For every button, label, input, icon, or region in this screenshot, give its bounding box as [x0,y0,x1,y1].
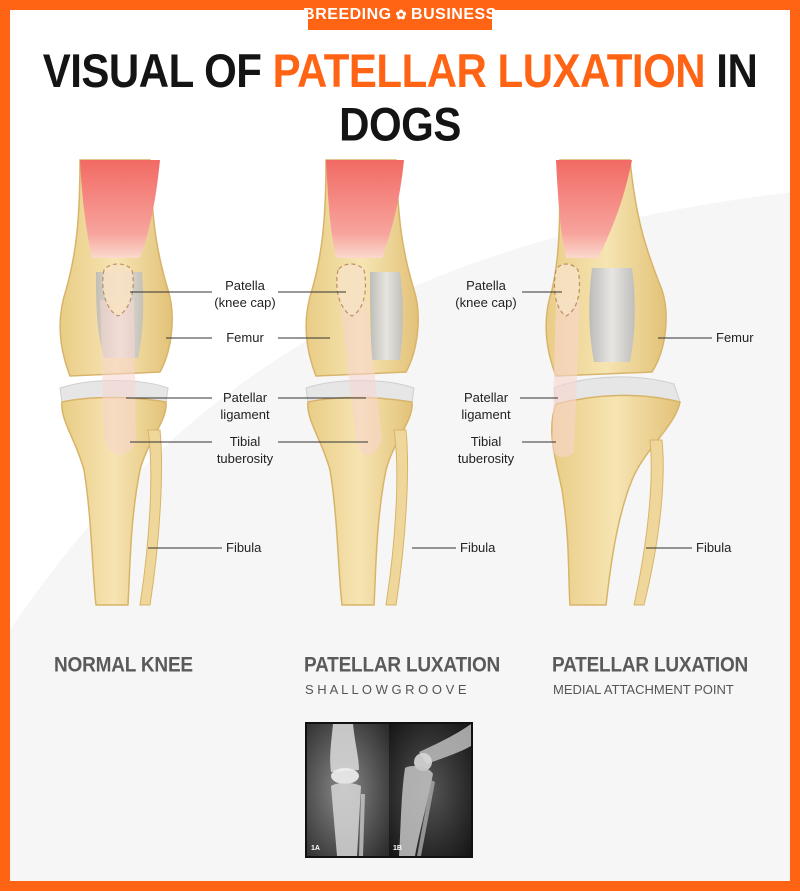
label-fibula: Fibula [696,540,732,555]
label-patella: Patella [225,278,266,293]
brand-right-text: BUSINESS [411,6,497,23]
label-fibula: Fibula [460,540,496,555]
label-tuberosity: tuberosity [217,451,274,466]
patella [102,263,134,317]
caption-normal-knee: NORMAL KNEE [54,654,193,678]
caption-shallow-groove: S H A L L O W G R O O V E [305,682,467,697]
xray-image: 1A 1B [305,722,473,858]
xray-label-1a: 1A [311,845,320,852]
page-title: VISUAL OF PATELLAR LUXATION IN DOGS [0,44,800,152]
patella [553,263,581,317]
trochlear-groove [370,272,403,360]
label-femur: Femur [226,330,264,345]
title-part2: IN DOGS [339,44,758,151]
label-patella: Patella [466,278,507,293]
fibula-bone [385,429,409,606]
brand-left-text: BREEDING [303,6,392,23]
labels-left: Patella (knee cap) Femur Patellar ligame… [126,278,368,555]
patellar-ligament [552,300,580,458]
label-knee-cap: (knee cap) [214,295,275,310]
label-patellar: Patellar [223,390,268,405]
quadriceps-muscle [326,160,404,258]
label-tibial: Tibial [471,434,502,449]
title-part1: VISUAL OF [42,44,273,97]
title-highlight: PATELLAR LUXATION [272,44,706,97]
tibia-bone [61,396,167,606]
patellar-ligament [100,300,136,455]
quadriceps-muscle [556,160,632,258]
trochlear-groove [589,268,635,362]
fibula-bone [633,439,664,606]
paw-icon: ✿ [395,7,408,22]
xray-picture [307,724,471,856]
label-tuberosity: tuberosity [458,451,515,466]
caption-luxation-1: PATELLAR LUXATION [304,654,501,678]
brand-banner: BREEDING ✿ BUSINESS [303,0,496,30]
tibia-bone [551,394,681,606]
labels-far-right: Femur Fibula [646,330,754,555]
fibula-bone [139,429,163,606]
caption-luxation-2: PATELLAR LUXATION [552,654,749,678]
label-knee-cap: (knee cap) [455,295,516,310]
labels-right: Patella (knee cap) Patellar ligament Tib… [412,278,562,555]
patella [336,263,367,317]
knee-shallow-groove [305,159,419,606]
quadriceps-muscle [80,160,160,258]
knee-medial-attachment [545,159,681,606]
label-femur: Femur [716,330,754,345]
label-tibial: Tibial [230,434,261,449]
label-ligament: ligament [461,407,511,422]
xray-label-1b: 1B [393,845,402,852]
tibia-bone [307,396,413,606]
label-patellar: Patellar [464,390,509,405]
caption-medial-attachment: MEDIAL ATTACHMENT POINT [553,682,734,697]
patellar-ligament [340,300,382,455]
label-fibula: Fibula [226,540,262,555]
knee-normal [59,159,173,606]
label-ligament: ligament [220,407,270,422]
